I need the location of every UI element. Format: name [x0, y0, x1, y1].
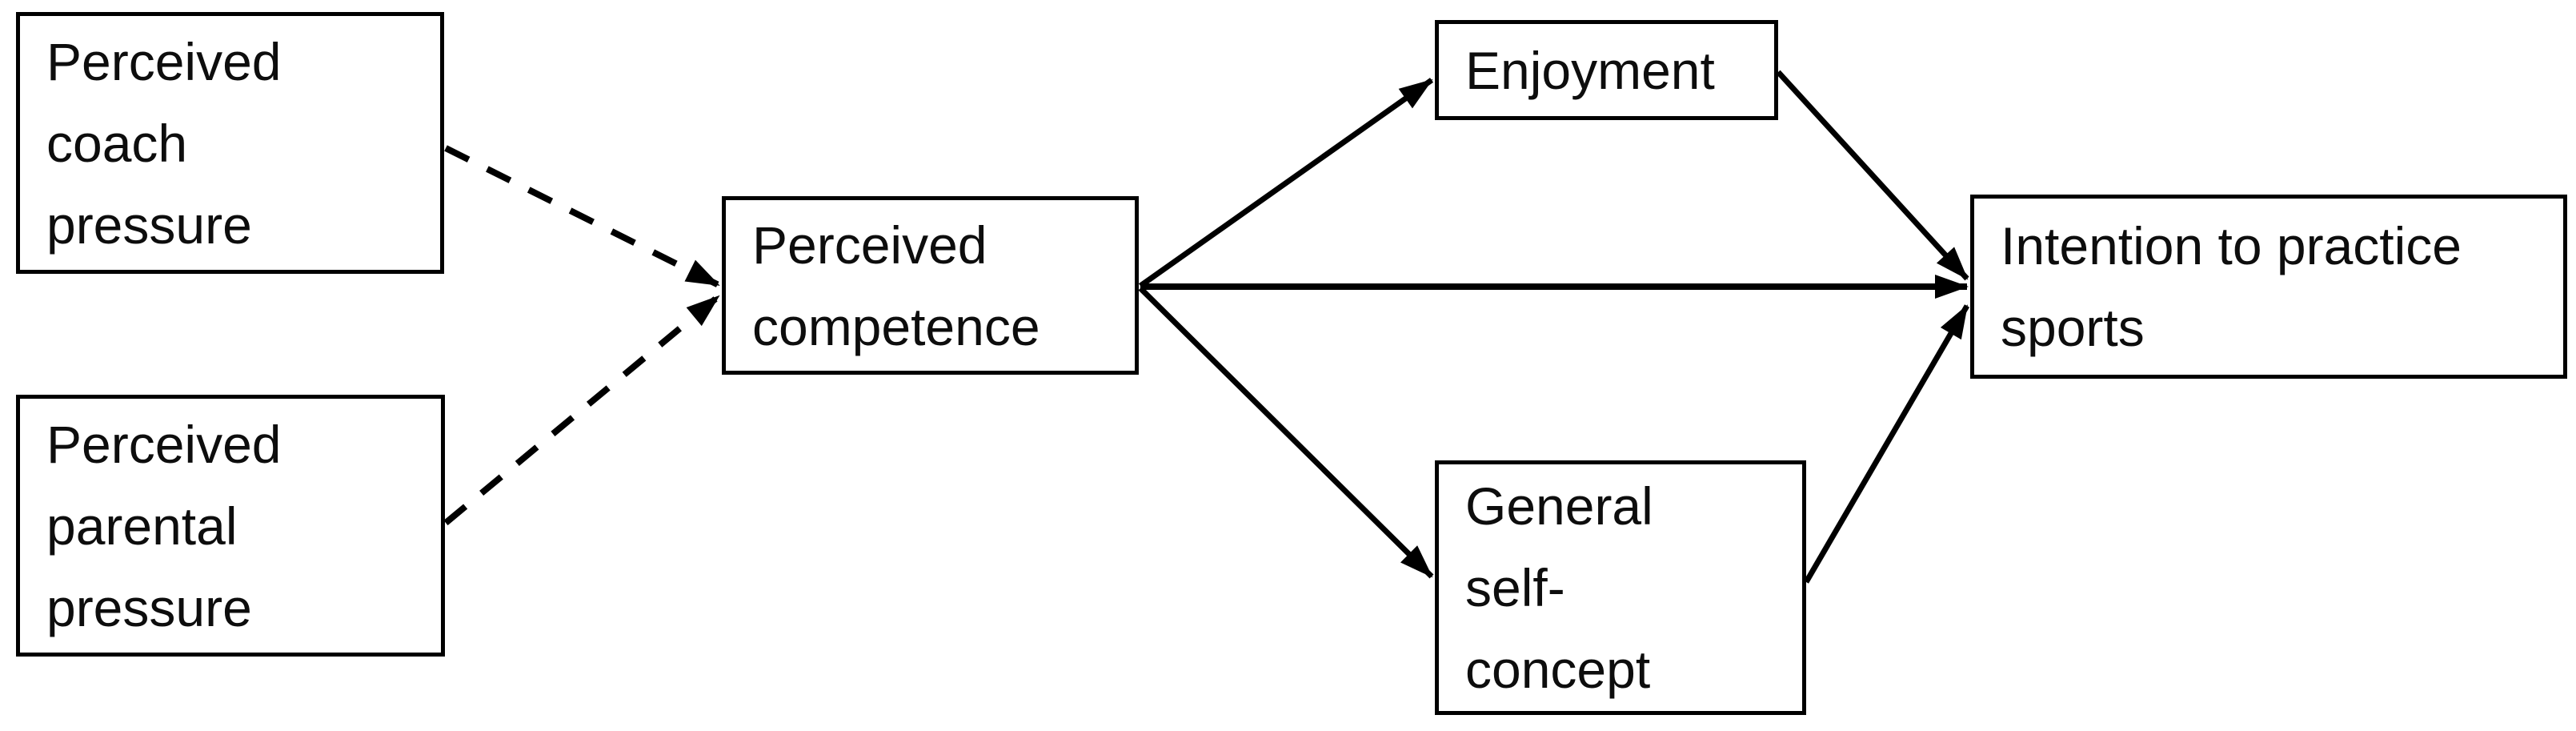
node-label-enjoyment: Enjoyment	[1465, 40, 1715, 100]
node-perceived-parental-pressure: Perceived parental pressure	[16, 395, 445, 657]
node-perceived-competence: Perceived competence	[722, 196, 1139, 375]
edge-competence-to-enjoyment-arrow	[1138, 78, 1434, 288]
node-enjoyment: Enjoyment	[1435, 20, 1778, 120]
node-general-self-concept: General self- concept	[1435, 460, 1806, 715]
node-intention-to-practice-sports: Intention to practice sports	[1970, 195, 2567, 379]
edge-competence-to-self-concept-arrow	[1138, 286, 1434, 579]
node-perceived-coach-pressure: Perceived coach pressure	[16, 12, 444, 274]
edge-coach-to-competence-arrow	[444, 145, 720, 288]
edge-parental-to-competence-arrow	[443, 293, 721, 526]
node-label-general-self-concept: General self- concept	[1465, 476, 1653, 699]
node-label-perceived-competence: Perceived competence	[752, 215, 1040, 356]
edge-self-concept-to-intention-arrow	[1803, 304, 1970, 584]
node-label-perceived-coach-pressure: Perceived coach pressure	[46, 31, 282, 255]
edge-enjoyment-to-intention-arrow	[1776, 70, 1969, 281]
node-label-perceived-parental-pressure: Perceived parental pressure	[46, 414, 282, 637]
node-label-intention-to-practice-sports: Intention to practice sports	[2001, 216, 2462, 357]
